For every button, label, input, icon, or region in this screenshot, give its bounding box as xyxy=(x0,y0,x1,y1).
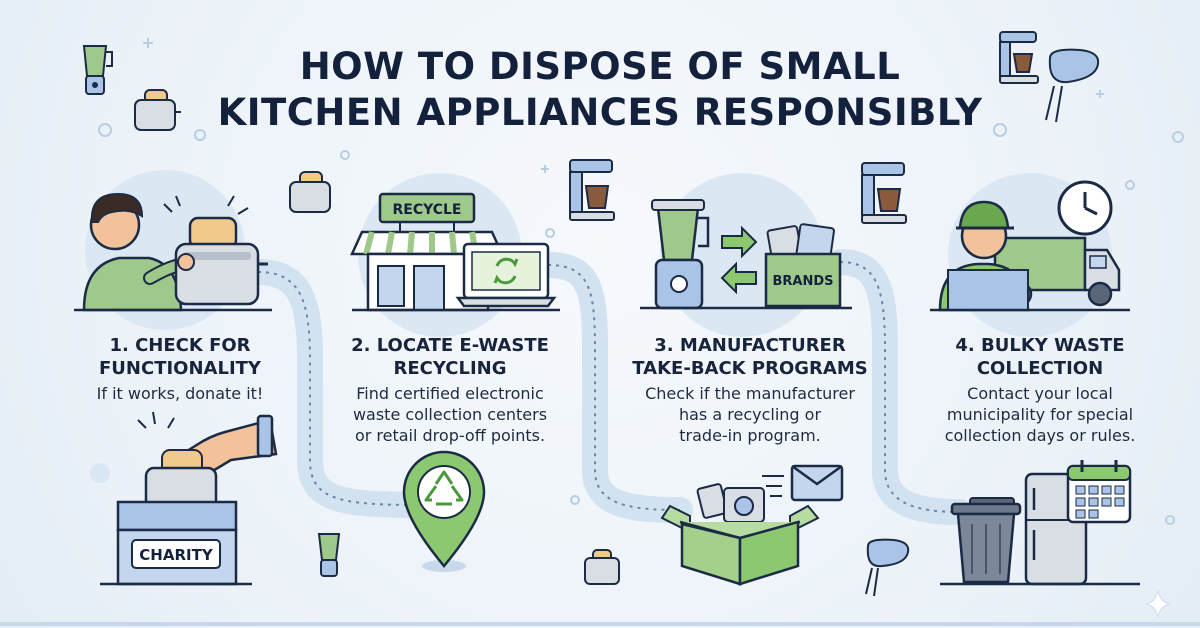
step2-desc-line: waste collection centers xyxy=(352,405,548,424)
step4-waste-truck-illustration xyxy=(930,180,1130,312)
page-title: HOW TO DISPOSE OF SMALL KITCHEN APPLIANC… xyxy=(200,44,1000,136)
step3-desc-line: has a recycling or xyxy=(678,405,822,424)
step1-title-line-1: 1. CHECK FOR xyxy=(109,335,251,356)
blender-icon xyxy=(317,533,341,577)
coffee-maker-icon xyxy=(569,159,615,221)
brands-sign: BRANDS xyxy=(772,274,833,289)
toaster-icon xyxy=(584,549,620,585)
decorative-sparkles xyxy=(98,38,1184,525)
step2-desc-line: or retail drop-off points. xyxy=(354,426,546,445)
step2-recycle-store-illustration: RECYCLE xyxy=(350,192,560,312)
step1-title: 1. CHECK FOR FUNCTIONALITY xyxy=(60,334,300,380)
step2-description: Find certified electronic waste collecti… xyxy=(330,383,570,446)
recycling-location-pin xyxy=(402,450,486,572)
toaster-icon xyxy=(134,89,181,131)
step4-desc-line: Contact your local xyxy=(967,384,1113,403)
step3-title: 3. MANUFACTURER TAKE-BACK PROGRAMS xyxy=(625,334,875,380)
charity-box-illustration: CHARITY xyxy=(100,411,278,586)
step2-title-line-2: RECYCLING xyxy=(393,358,507,379)
step4-title: 4. BULKY WASTE COLLECTION xyxy=(915,334,1165,380)
coffee-maker-icon xyxy=(999,31,1039,84)
step4-title-line-1: 4. BULKY WASTE xyxy=(955,335,1125,356)
step4-desc-line: collection days or rules. xyxy=(944,426,1136,445)
step2-title-line-1: 2. LOCATE E-WASTE xyxy=(351,335,549,356)
connector-path xyxy=(245,249,973,525)
sparkle-icon xyxy=(1145,589,1171,619)
title-line-1: HOW TO DISPOSE OF SMALL xyxy=(299,45,901,88)
takeback-box-illustration xyxy=(660,464,844,586)
step2-title: 2. LOCATE E-WASTE RECYCLING xyxy=(330,334,570,380)
bulky-waste-illustration xyxy=(940,460,1140,586)
step3-takeback-illustration: BRANDS xyxy=(640,199,852,310)
step3-title-line-1: 3. MANUFACTURER xyxy=(654,335,846,356)
title-line-2: KITCHEN APPLIANCES RESPONSIBLY xyxy=(217,91,983,134)
step1-desc-line: If it works, donate it! xyxy=(96,384,264,403)
toaster-icon xyxy=(289,171,331,213)
step1-person-toaster-illustration xyxy=(74,192,272,312)
recycle-sign: RECYCLE xyxy=(392,202,461,218)
step1-title-line-2: FUNCTIONALITY xyxy=(99,358,261,379)
step2-desc-line: Find certified electronic xyxy=(356,384,544,403)
charity-sign: CHARITY xyxy=(139,546,214,564)
bubble xyxy=(90,463,110,483)
blender-icon xyxy=(82,45,113,95)
coffee-maker-icon xyxy=(861,162,907,224)
step3-desc-line: Check if the manufacturer xyxy=(645,384,855,403)
hand-mixer-icon xyxy=(865,538,910,597)
step1-description: If it works, donate it! xyxy=(60,383,300,404)
step4-title-line-2: COLLECTION xyxy=(976,358,1104,379)
step4-desc-line: municipality for special xyxy=(946,405,1134,424)
step4-description: Contact your local municipality for spec… xyxy=(915,383,1165,446)
step3-title-line-2: TAKE-BACK PROGRAMS xyxy=(632,358,868,379)
hand-mixer-icon xyxy=(1045,48,1100,123)
step3-desc-line: trade-in program. xyxy=(679,426,821,445)
step3-description: Check if the manufacturer has a recyclin… xyxy=(625,383,875,446)
